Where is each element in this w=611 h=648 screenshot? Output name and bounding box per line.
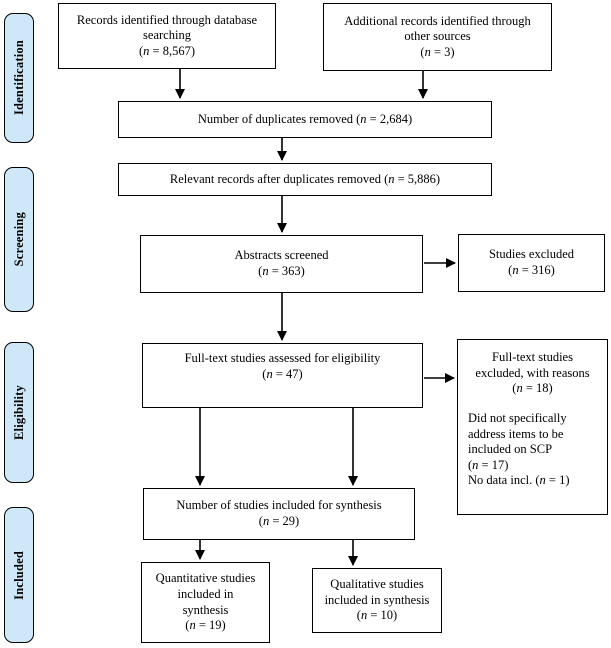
stage-label-identification: Identification	[4, 13, 34, 143]
box-fulltext-assessed-eligibility: Full-text studies assessed for eligibili…	[142, 343, 423, 408]
stage-label-eligibility: Eligibility	[4, 342, 34, 483]
excluded-reasons-list: Did not specifically address items to be…	[468, 410, 570, 488]
stage-label-text: Included	[11, 550, 26, 600]
box-duplicates-removed: Number of duplicates removed (n = 2,684)	[118, 101, 492, 138]
stage-label-text: Screening	[11, 212, 26, 267]
stage-label-included: Included	[4, 507, 34, 643]
box-studies-excluded: Studies excluded (n = 316)	[458, 234, 605, 292]
box-additional-records-other-sources: Additional records identified through ot…	[323, 3, 552, 71]
box-qualitative-studies: Qualitative studies included in synthesi…	[312, 568, 442, 633]
box-text: Abstracts screened (n = 363)	[234, 248, 329, 278]
box-fulltext-excluded-with-reasons: Full-text studies excluded, with reasons…	[457, 339, 608, 515]
box-studies-included-synthesis: Number of studies included for synthesis…	[143, 488, 415, 540]
stage-label-text: Eligibility	[11, 385, 26, 440]
box-text: Qualitative studies included in synthesi…	[324, 577, 430, 623]
box-abstracts-screened: Abstracts screened (n = 363)	[140, 235, 423, 293]
stage-label-screening: Screening	[4, 167, 34, 312]
box-text: Additional records identified through ot…	[344, 13, 531, 59]
excluded-reasons-header: Full-text studies excluded, with reasons…	[475, 350, 590, 396]
box-text: Studies excluded (n = 316)	[488, 247, 575, 277]
box-records-database-searching: Records identified through database sear…	[58, 3, 276, 69]
box-text: Number of duplicates removed (n = 2,684)	[197, 111, 413, 126]
box-text: Relevant records after duplicates remove…	[169, 171, 441, 186]
box-quantitative-studies: Quantitative studies included in synthes…	[141, 562, 270, 643]
box-records-after-duplicates-removed: Relevant records after duplicates remove…	[118, 163, 492, 196]
box-text: Number of studies included for synthesis…	[176, 498, 382, 528]
box-text: Records identified through database sear…	[76, 12, 258, 58]
stage-label-text: Identification	[11, 40, 26, 116]
box-text: Full-text studies assessed for eligibili…	[184, 351, 381, 381]
box-text: Quantitative studies included in synthes…	[155, 571, 256, 633]
